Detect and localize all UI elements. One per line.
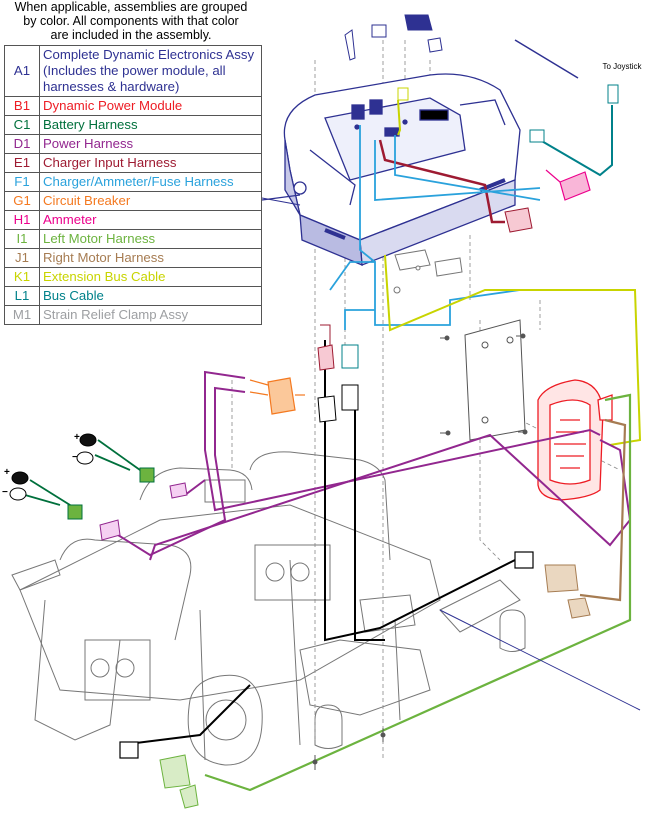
bus-cable (529, 84, 619, 177)
note-line-3: are included in the assembly. (50, 28, 212, 42)
left-motor-harness (159, 393, 632, 809)
battery-negative-label-2: − (2, 487, 8, 498)
legend-code: D1 (4, 134, 40, 154)
connectors (317, 324, 359, 423)
charger-ammeter-fuse-harness (329, 125, 541, 330)
battery-positive-label-2: + (4, 467, 10, 478)
circuit-breaker (249, 377, 305, 415)
legend-code: A1 (4, 45, 40, 97)
top-hardware (261, 14, 579, 206)
legend-label: Right Motor Harness (39, 248, 262, 268)
legend-label: Strain Relief Clamp Assy (39, 305, 262, 325)
legend-code: J1 (4, 248, 40, 268)
legend-label: Extension Bus Cable (39, 267, 262, 287)
base-frame (11, 451, 526, 766)
legend-label: Power Harness (39, 134, 262, 154)
controller-housing (261, 73, 521, 267)
charger-input-harness (378, 139, 533, 233)
battery-terminals (9, 433, 97, 501)
power-harness (99, 370, 632, 561)
assembly-grouping-note: When applicable, assemblies are grouped … (0, 0, 262, 42)
legend-code: L1 (4, 286, 40, 306)
to-joystick-label: To Joystick (602, 62, 642, 71)
battery-positive-label: + (74, 432, 80, 443)
legend-code: F1 (4, 172, 40, 192)
legend-code: B1 (4, 96, 40, 116)
legend-code: G1 (4, 191, 40, 211)
power-module (537, 379, 613, 501)
legend-label: Battery Harness (39, 115, 262, 135)
power-module-bracket (464, 319, 526, 441)
legend-code: M1 (4, 305, 40, 325)
battery-harness (24, 439, 155, 520)
note-line-1: When applicable, assemblies are grouped (14, 0, 248, 14)
strain-relief-clamp (393, 249, 463, 294)
legend-code: K1 (4, 267, 40, 287)
legend-code: C1 (4, 115, 40, 135)
legend-label: Complete Dynamic Electronics Assy (Inclu… (39, 45, 262, 97)
legend-label: Charger/Ammeter/Fuse Harness (39, 172, 262, 192)
battery-negative-label: − (72, 452, 78, 463)
bottom-screws (312, 728, 386, 770)
ammeter (545, 169, 591, 201)
legend-label: Bus Cable (39, 286, 262, 306)
legend-code: E1 (4, 153, 40, 173)
extension-bus-cable (384, 87, 642, 446)
legend-label: Ammeter (39, 210, 262, 230)
bracket-screws (440, 333, 528, 436)
legend-label: Circuit Breaker (39, 191, 262, 211)
motor-leads (119, 340, 641, 759)
legend-code: I1 (4, 229, 40, 249)
legend-label: Charger Input Harness (39, 153, 262, 173)
legend-label: Dynamic Power Module (39, 96, 262, 116)
note-line-2: by color. All components with that color (23, 14, 239, 28)
right-motor-harness (544, 418, 627, 619)
legend-code: H1 (4, 210, 40, 230)
legend-label: Left Motor Harness (39, 229, 262, 249)
